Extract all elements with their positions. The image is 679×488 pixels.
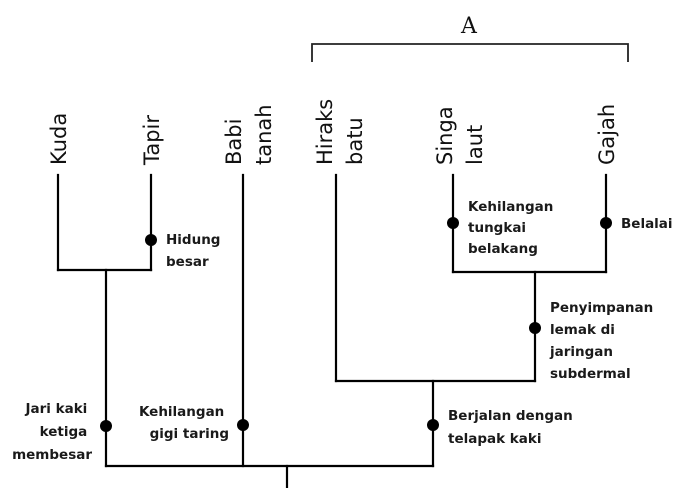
taxon-label-tapir: Tapir [140,115,164,166]
taxon-label-singa-laut: Singa laut [433,100,487,165]
group-a-bracket-line [311,43,629,62]
trait-dot-berjalan-telapak-kaki [427,419,439,431]
taxon-labels: Kuda Tapir Babi tanah Hiraks batu Singa … [47,92,619,166]
trait-dot-kehilangan-tungkai [447,217,459,229]
trait-label-penyimpanan-lemak: Penyimpanan lemak di jaringan subdermal [549,300,658,382]
group-a-bracket: A [311,14,629,62]
trait-label-kehilangan-tungkai: Kehilangan tungkai belakang [468,199,558,257]
taxon-label-kuda: Kuda [47,113,71,165]
trait-dot-penyimpanan-lemak [529,322,541,334]
trait-label-hidung-besar: Hidung besar [166,232,225,270]
taxon-label-hiraks-batu: Hiraks batu [313,92,367,165]
taxon-label-babi-tanah: Babi tanah [222,104,276,165]
trait-label-belalai: Belalai [621,216,673,232]
trait-label-berjalan-telapak-kaki: Berjalan dengan telapak kaki [448,408,577,447]
trait-label-jari-kaki-ketiga: Jari kaki ketiga membesar [12,401,92,463]
taxon-label-gajah: Gajah [595,104,619,165]
trait-label-kehilangan-gigi-taring: Kehilangan gigi taring [139,404,229,442]
trait-markers [100,217,612,432]
trait-dot-kehilangan-gigi-taring [237,419,249,431]
trait-labels: Hidung besar Kehilangan tungkai belakang… [12,199,672,463]
group-a-label: A [460,14,478,39]
trait-dot-jari-kaki-ketiga [100,420,112,432]
trait-dot-belalai [600,217,612,229]
tree-branches [56,173,608,488]
trait-dot-hidung-besar [145,234,157,246]
